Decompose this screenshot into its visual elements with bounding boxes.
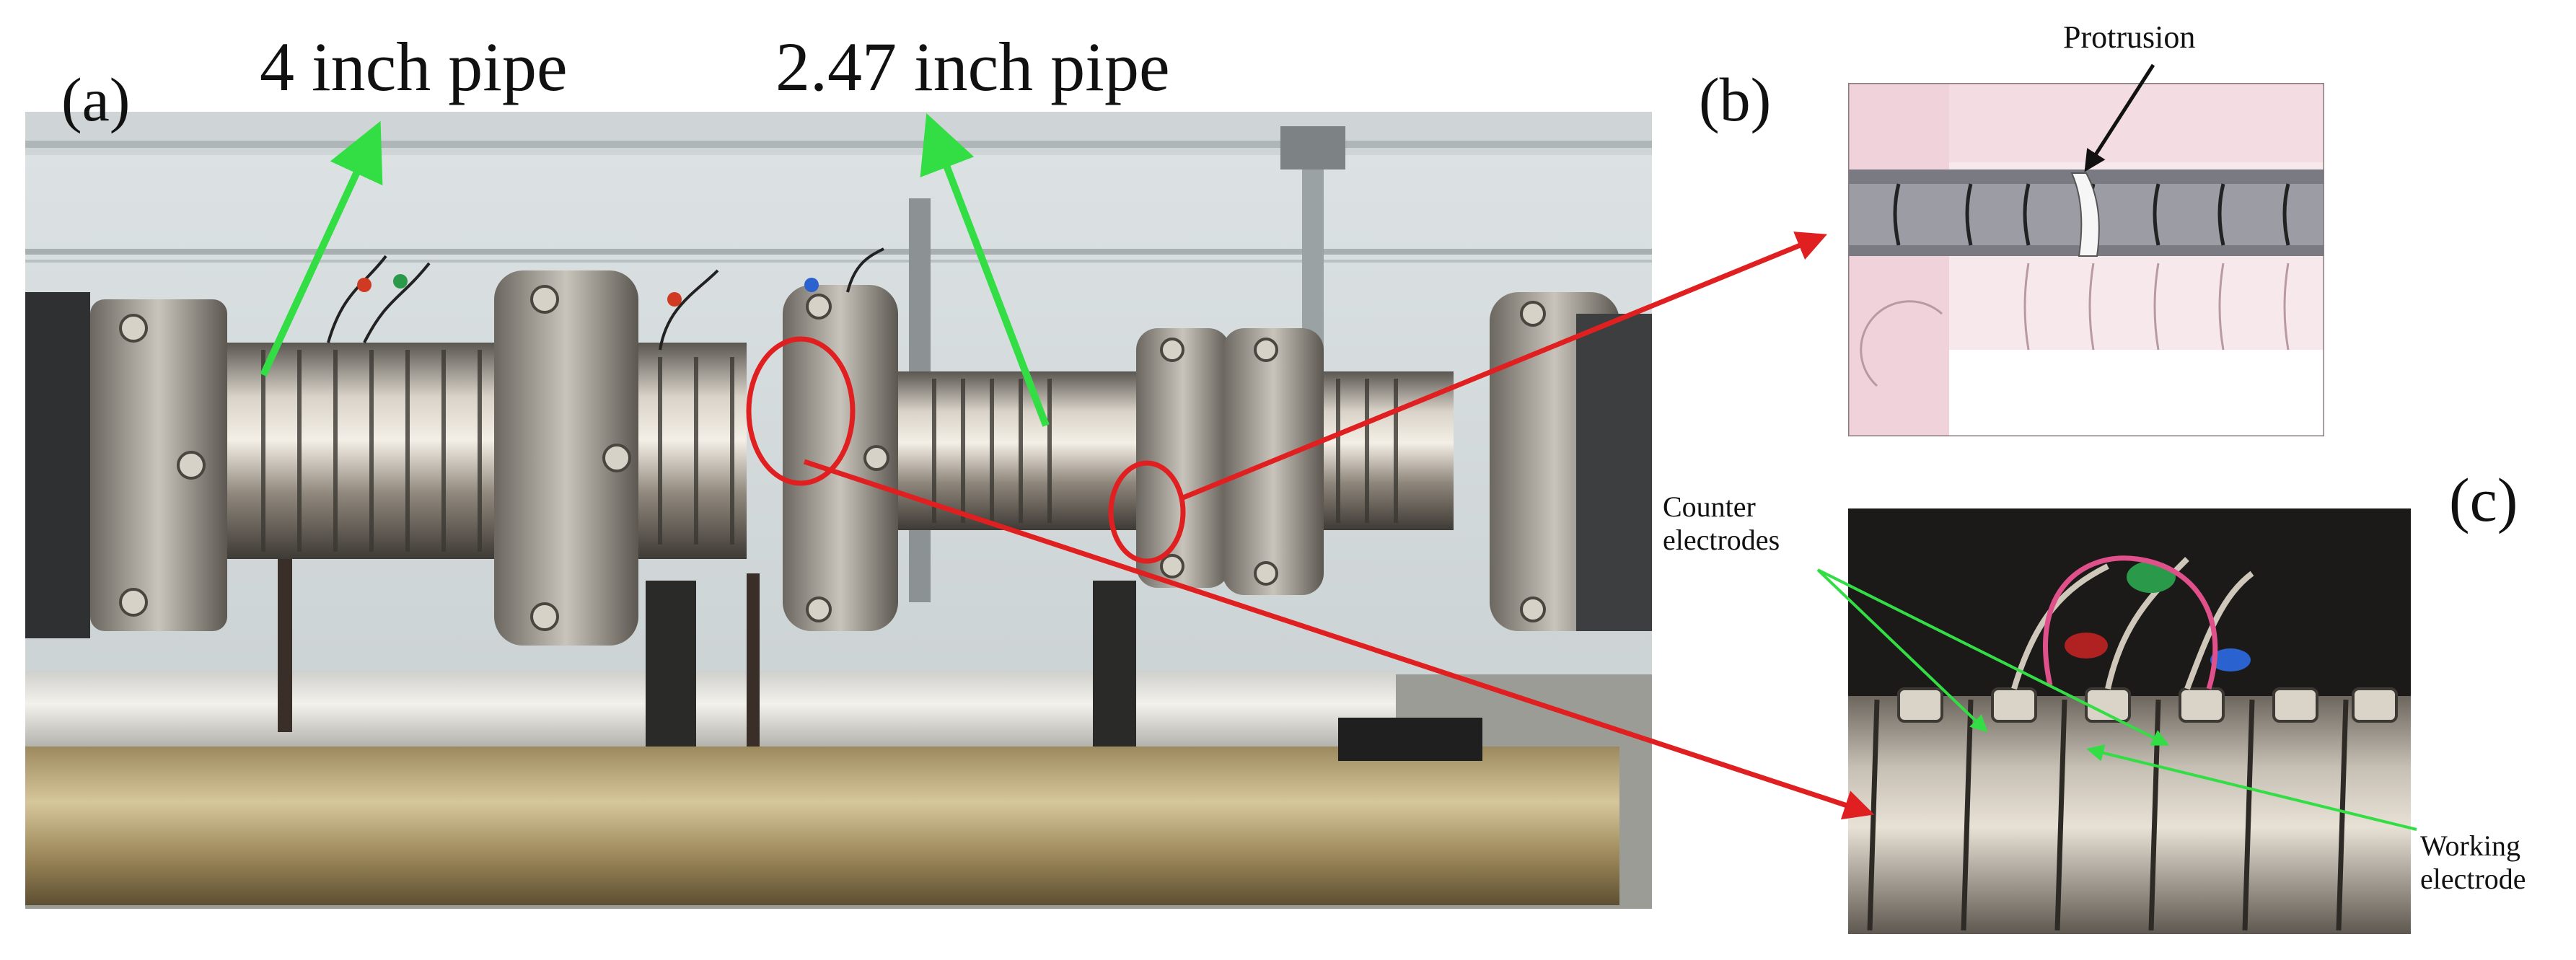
label-4in-background [227, 18, 628, 112]
cad-drawing [1848, 83, 2324, 436]
electrode-closeup-graphic [1848, 508, 2411, 934]
label-2-47-inch-pipe: 2.47 inch pipe [775, 28, 1170, 105]
pipe-loop-photo-drawing [25, 112, 1652, 909]
working-label-line1: Working [2420, 829, 2520, 862]
arrow-to-panel-c [803, 459, 1875, 820]
arrow-counter-1 [1816, 568, 1988, 733]
label-247in-background [750, 18, 1255, 112]
panel-a-letter: (a) [61, 65, 131, 134]
highlight-electrode-region [746, 336, 856, 486]
arrow-4in-pipe [260, 120, 383, 377]
arrow-protrusion [2084, 63, 2155, 172]
arrow-247in-pipe [920, 113, 1050, 427]
protrusion-label: Protrusion [2063, 19, 2196, 55]
counter-electrodes-label: Counter electrodes [1663, 490, 1780, 557]
arrow-working [2086, 744, 2417, 831]
highlight-protrusion-region [1108, 460, 1186, 564]
electrode-closeup-photo [1848, 508, 2411, 934]
arrow-to-panel-b [1182, 232, 1827, 501]
pipe-loop-photo [25, 112, 1652, 909]
cad-drawing-graphic [1848, 83, 2324, 436]
label-4-inch-pipe: 4 inch pipe [260, 28, 568, 105]
counter-label-line2: electrodes [1663, 524, 1780, 556]
panel-b-letter: (b) [1699, 65, 1772, 134]
working-electrode-label: Working electrode [2420, 829, 2526, 896]
panel-c-letter: (c) [2449, 465, 2518, 534]
working-label-line2: electrode [2420, 863, 2526, 895]
arrow-counter-2 [1817, 568, 2170, 746]
counter-label-line1: Counter [1663, 490, 1756, 523]
